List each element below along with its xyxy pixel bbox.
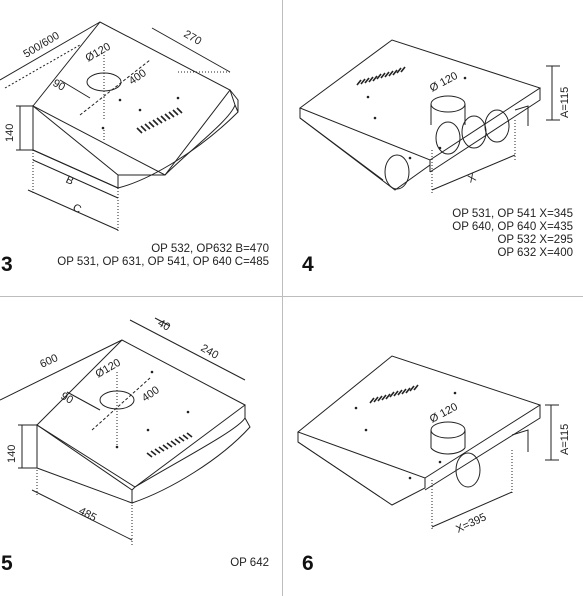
panel-3-height-label: 140	[4, 124, 16, 142]
panel-3-side-label: 90	[51, 77, 68, 94]
horizontal-divider	[0, 296, 583, 297]
panel-5-offset-label: 40	[156, 317, 173, 334]
panel-5-side-label: 90	[59, 390, 76, 407]
panel-4-number: 4	[302, 253, 314, 276]
panel-3-number: 3	[1, 253, 13, 276]
panel-5-caption: OP 642	[230, 557, 269, 570]
panel-5-number: 5	[1, 552, 13, 575]
panel-5-height-label: 140	[6, 445, 18, 463]
panel-3-caption-line: OP 532, OP632 B=470	[151, 243, 269, 255]
panel-6-a-label: A=115	[559, 424, 571, 455]
panel-4-caption-line: OP 532 X=295	[497, 234, 573, 246]
panel-4-caption: OP 531, OP 541 X=345 OP 640, OP 640 X=43…	[452, 208, 573, 260]
panel-4-caption-line: OP 531, OP 541 X=345	[452, 208, 573, 220]
panel-3-caption-line: OP 531, OP 631, OP 541, OP 640 C=485	[57, 256, 269, 268]
vertical-divider	[282, 0, 283, 596]
panel-4-caption-line: OP 640, OP 640 X=435	[452, 221, 573, 233]
panel-4-a-label: A=115	[559, 87, 571, 118]
panel-3-b-label: B	[64, 174, 76, 188]
panel-4-caption-line: OP 632 X=400	[497, 247, 573, 259]
panel-5-caption-line: OP 642	[230, 557, 269, 569]
panel-6-number: 6	[302, 552, 314, 575]
panel-3-caption: OP 532, OP632 B=470 OP 531, OP 631, OP 5…	[57, 243, 269, 269]
